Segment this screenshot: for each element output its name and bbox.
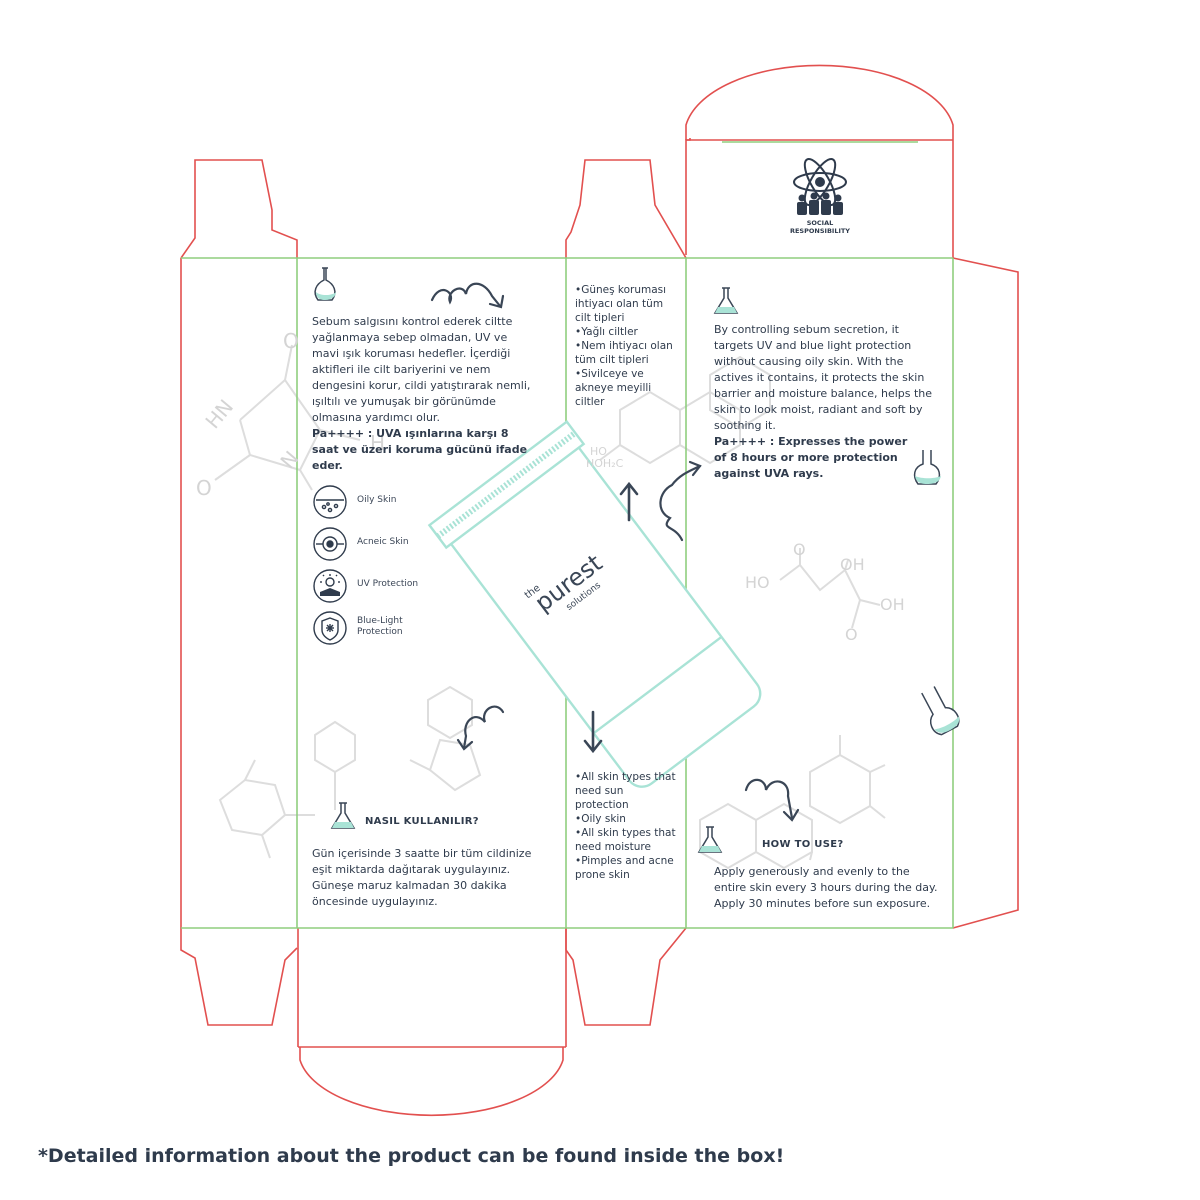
molecule-label-h: H xyxy=(370,431,385,455)
list-item: •All skin types that need moisture xyxy=(575,827,676,853)
list-item: •Nem ihtiyacı olan tüm cilt tipleri xyxy=(575,340,673,366)
feature-label: Oily Skin xyxy=(357,495,397,505)
cut-lines xyxy=(180,64,1019,1117)
turkish-pa-note: Pa++++ : UVA ışınlarına karşı 8 saat ve … xyxy=(312,427,528,472)
molecule-drawing-right xyxy=(779,548,881,629)
molecule-label-hoh2c: HOH₂C xyxy=(586,457,624,470)
molecule-label-o2: O xyxy=(196,476,212,500)
list-item: •Güneş koruması ihtiyacı olan tüm cilt t… xyxy=(575,284,667,324)
feature-label: Blue-Light Protection xyxy=(357,616,403,637)
molecule-drawing-bottom-left xyxy=(218,685,482,859)
molecule-label-o-top: O xyxy=(793,540,806,559)
feature-uv-protection: UV Protection xyxy=(349,579,427,590)
feature-label: Acneic Skin xyxy=(357,537,409,547)
list-item: •All skin types that need sun protection xyxy=(575,771,676,811)
turkish-usage-text: Gün içerisinde 3 saatte bir tüm cildiniz… xyxy=(312,847,532,908)
feature-oily-skin: Oily Skin xyxy=(349,495,427,506)
english-description-paragraph: By controlling sebum secretion, it targe… xyxy=(714,323,933,432)
list-item: •Yağlı ciltler xyxy=(575,326,638,338)
english-description: By controlling sebum secretion, it targe… xyxy=(714,322,939,482)
squiggle-arrow-middle xyxy=(659,460,702,542)
molecule-label-hn: HN xyxy=(200,395,238,433)
english-skin-types: •All skin types that need sun protection… xyxy=(575,770,680,882)
flask-icon-english-usage xyxy=(697,826,723,853)
list-item: •Pimples and acne prone skin xyxy=(575,855,674,881)
turkish-description-paragraph: Sebum salgısını kontrol ederek ciltte ya… xyxy=(312,315,531,424)
flask-icon-turkish-usage xyxy=(330,802,356,829)
blue-light-protection-icon xyxy=(313,611,347,645)
badge-line-1: SOCIAL xyxy=(806,219,834,227)
flask-icon-english-top xyxy=(713,287,739,314)
feature-acneic-skin: Acneic Skin xyxy=(349,537,427,548)
oily-skin-icon xyxy=(313,485,347,519)
turkish-usage-heading: NASIL KULLANILIR? xyxy=(365,816,479,827)
list-item: •Oily skin xyxy=(575,813,626,825)
feature-blue-light-protection: Blue-Light Protection xyxy=(349,616,412,638)
molecule-label-ho-left: HO xyxy=(590,445,607,458)
molecule-label-oh1: OH xyxy=(840,555,865,574)
list-item: •Sivilceye ve akneye meyilli ciltler xyxy=(575,368,652,408)
product-tube-illustration xyxy=(427,419,762,788)
flask-icon-english-right xyxy=(921,686,960,736)
molecule-label-oh2: OH xyxy=(880,595,905,614)
molecule-drawing-left xyxy=(214,344,361,491)
badge-line-2: RESPONSIBILITY xyxy=(789,227,851,235)
squiggle-arrow-top-left xyxy=(430,282,505,309)
turkish-skin-types: •Güneş koruması ihtiyacı olan tüm cilt t… xyxy=(575,283,675,409)
flask-icon-english-middle xyxy=(913,450,941,485)
social-responsibility-badge: SOCIAL RESPONSIBILITY xyxy=(780,219,860,235)
acneic-skin-icon xyxy=(313,527,347,561)
footer-note: *Detailed information about the product … xyxy=(38,1145,785,1167)
turkish-description: Sebum salgısını kontrol ederek ciltte ya… xyxy=(312,314,532,474)
flask-icon-turkish-top xyxy=(314,267,336,301)
molecule-label-ho-right: HO xyxy=(745,573,770,592)
straight-arrow-down xyxy=(583,710,603,754)
english-usage-text: Apply generously and evenly to the entir… xyxy=(714,865,938,910)
english-pa-note: Pa++++ : Expresses the power of 8 hours … xyxy=(714,435,908,480)
molecule-drawing-top-middle xyxy=(599,355,771,465)
squiggle-arrow-bottom-right xyxy=(744,778,800,822)
straight-arrow-up xyxy=(619,481,639,522)
english-usage-heading: HOW TO USE? xyxy=(762,839,844,850)
molecule-label-o1: O xyxy=(283,329,299,353)
uv-protection-icon xyxy=(313,569,347,603)
social-responsibility-icon xyxy=(793,158,847,215)
squiggle-arrow-bottom-left xyxy=(456,705,505,751)
molecule-label-o-right: O xyxy=(845,625,858,644)
feature-label: UV Protection xyxy=(357,579,419,589)
